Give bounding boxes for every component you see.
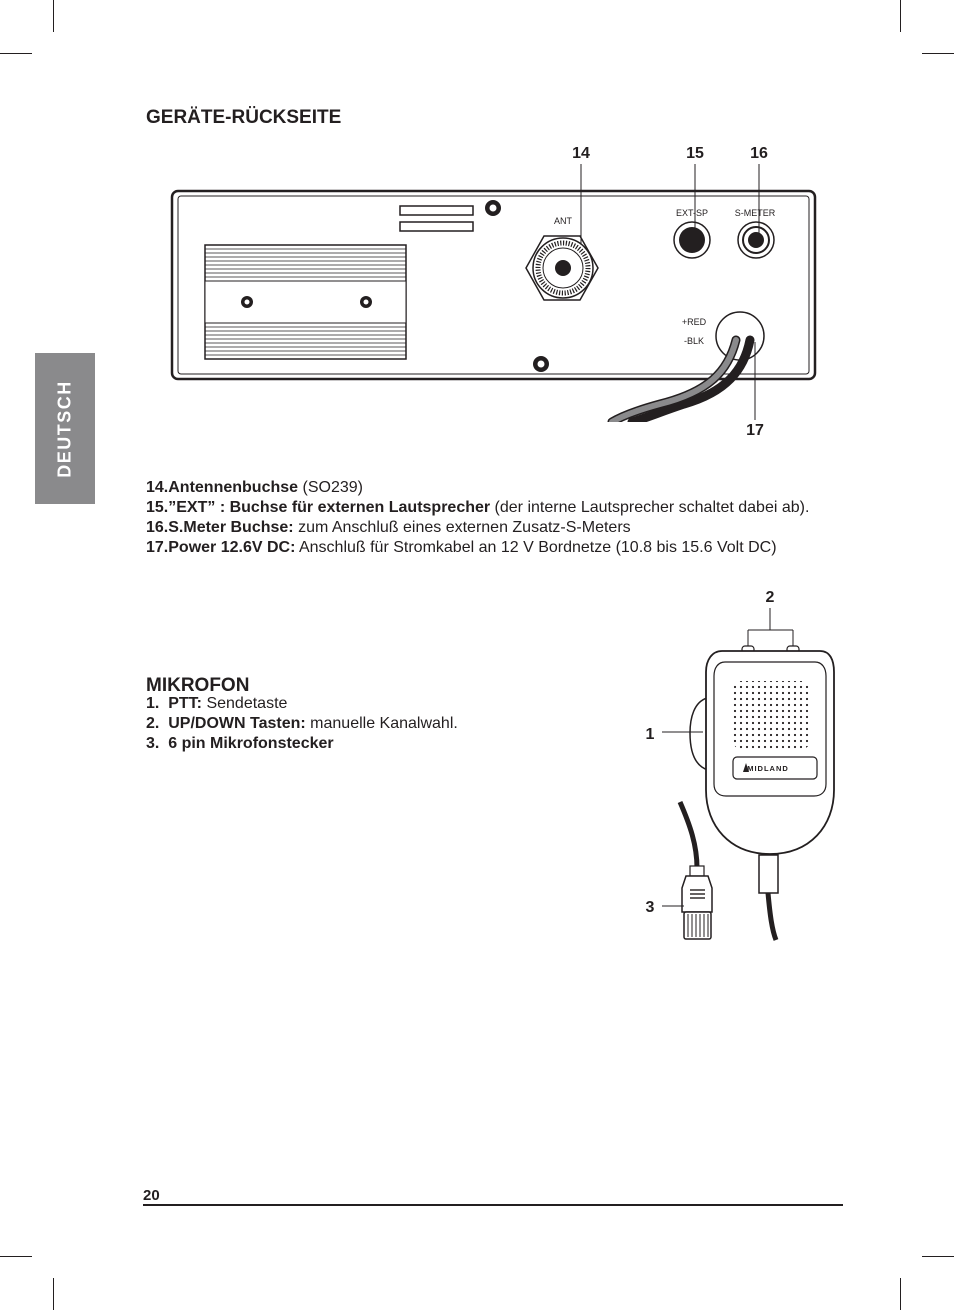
blk-label: -BLK <box>684 336 704 346</box>
rear-section-title: GERÄTE-RÜCKSEITE <box>146 107 342 128</box>
list-item: 17.Power 12.6V DC: Anschluß für Stromkab… <box>146 538 809 558</box>
brand-logo-icon <box>743 763 749 772</box>
ext-sp-jack <box>673 221 711 259</box>
item-term: 6 pin Mikrofonstecker <box>168 735 334 752</box>
item-term: S.Meter Buchse: <box>168 519 294 536</box>
item-number: 16. <box>146 519 169 536</box>
leader-bracket <box>747 608 794 648</box>
crop-mark <box>922 53 954 54</box>
screw-icon <box>241 296 253 308</box>
brand-plate <box>732 756 818 780</box>
callout-17: 17 <box>746 422 764 439</box>
power-cable-black <box>627 335 755 427</box>
vent-slot <box>399 221 474 232</box>
ext-sp-label: EXT-SP <box>676 208 708 218</box>
ant-label: ANT <box>554 216 573 226</box>
item-term: ”EXT” : Buchse für externen Lautsprecher <box>168 499 491 516</box>
mic-items-list: 1. PTT: Sendetaste 2. UP/DOWN Tasten: ma… <box>146 694 458 754</box>
callout-2: 2 <box>766 589 775 606</box>
list-item: 14.Antennenbuchse (SO239) <box>146 478 809 498</box>
screw-icon <box>533 356 549 372</box>
item-desc: manuelle Kanalwahl. <box>305 715 458 732</box>
mic-cable <box>765 892 779 941</box>
item-desc: (der interne Lautsprecher schaltet dabei… <box>490 499 810 516</box>
crop-mark <box>900 1278 901 1310</box>
callout-3: 3 <box>646 899 655 916</box>
s-meter-jack <box>737 221 775 259</box>
screw-icon <box>360 296 372 308</box>
page-number: 20 <box>143 1187 160 1204</box>
crop-mark <box>922 1256 954 1257</box>
callout-1: 1 <box>646 726 655 743</box>
crop-mark <box>0 1256 32 1257</box>
red-label: +RED <box>682 317 707 327</box>
crop-mark <box>0 53 32 54</box>
item-term: Antennenbuchse <box>168 479 299 496</box>
heatsink <box>204 244 407 360</box>
item-number: 2. <box>146 715 160 732</box>
item-desc: Sendetaste <box>202 695 288 712</box>
plug-cable <box>677 801 700 869</box>
rear-items-list: 14.Antennenbuchse (SO239) 15.”EXT” : Buc… <box>146 478 809 558</box>
item-number: 17. <box>146 539 169 556</box>
screw-icon <box>485 200 501 216</box>
callout-14: 14 <box>572 145 590 162</box>
brand-name: MIDLAND <box>747 764 789 773</box>
ptt-key <box>689 697 709 771</box>
list-item: 3. 6 pin Mikrofonstecker <box>146 734 458 754</box>
speaker-grille <box>733 681 810 749</box>
vent-slot <box>399 205 474 216</box>
list-item: 16.S.Meter Buchse: zum Anschluß eines ex… <box>146 518 809 538</box>
item-term: Power 12.6V DC: <box>168 539 296 556</box>
item-desc: (SO239) <box>298 479 363 496</box>
item-desc: Anschluß für Stromkabel an 12 V Bordnetz… <box>295 539 777 556</box>
item-number: 1. <box>146 695 160 712</box>
list-item: 15.”EXT” : Buchse für externen Lautsprec… <box>146 498 809 518</box>
item-desc: zum Anschluß eines externen Zusatz-S-Met… <box>293 519 631 536</box>
item-number: 3. <box>146 735 160 752</box>
callout-15: 15 <box>686 145 704 162</box>
mic-section-title: MIKROFON <box>146 675 250 696</box>
s-meter-label: S-METER <box>735 208 776 218</box>
mic-plug <box>681 865 713 940</box>
list-item: 2. UP/DOWN Tasten: manuelle Kanalwahl. <box>146 714 458 734</box>
crop-mark <box>900 0 901 32</box>
item-number: 15. <box>146 499 169 516</box>
crop-mark <box>53 0 54 32</box>
chassis-inner-outline <box>177 195 810 375</box>
callout-16: 16 <box>750 145 768 162</box>
footer-rule <box>143 1204 843 1206</box>
item-term: UP/DOWN Tasten: <box>168 715 306 732</box>
crop-mark <box>53 1278 54 1310</box>
strain-relief <box>758 854 779 894</box>
antenna-socket <box>525 235 599 301</box>
item-number: 14. <box>146 479 169 496</box>
item-term: PTT: <box>168 695 203 712</box>
power-cable-red <box>609 337 739 425</box>
language-tab: DEUTSCH <box>35 353 95 504</box>
list-item: 1. PTT: Sendetaste <box>146 694 458 714</box>
